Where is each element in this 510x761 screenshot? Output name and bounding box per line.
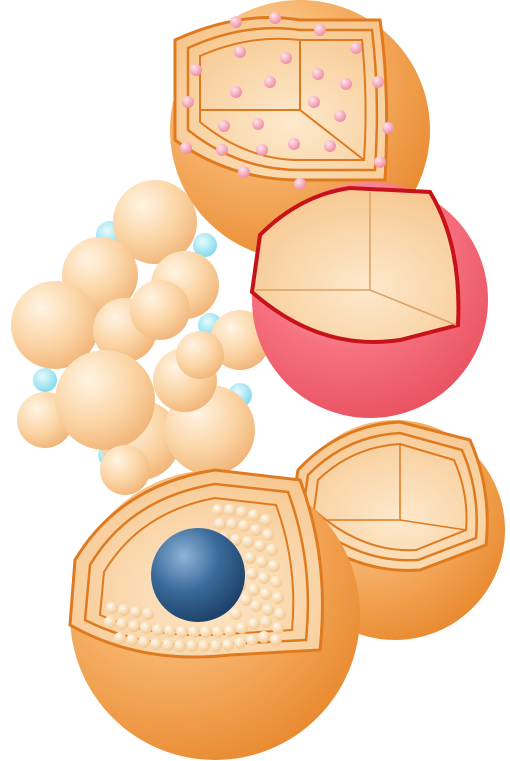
core-shell-nanoparticle xyxy=(70,470,360,760)
drug-core xyxy=(151,528,245,622)
polymer-nanosphere xyxy=(252,182,488,418)
